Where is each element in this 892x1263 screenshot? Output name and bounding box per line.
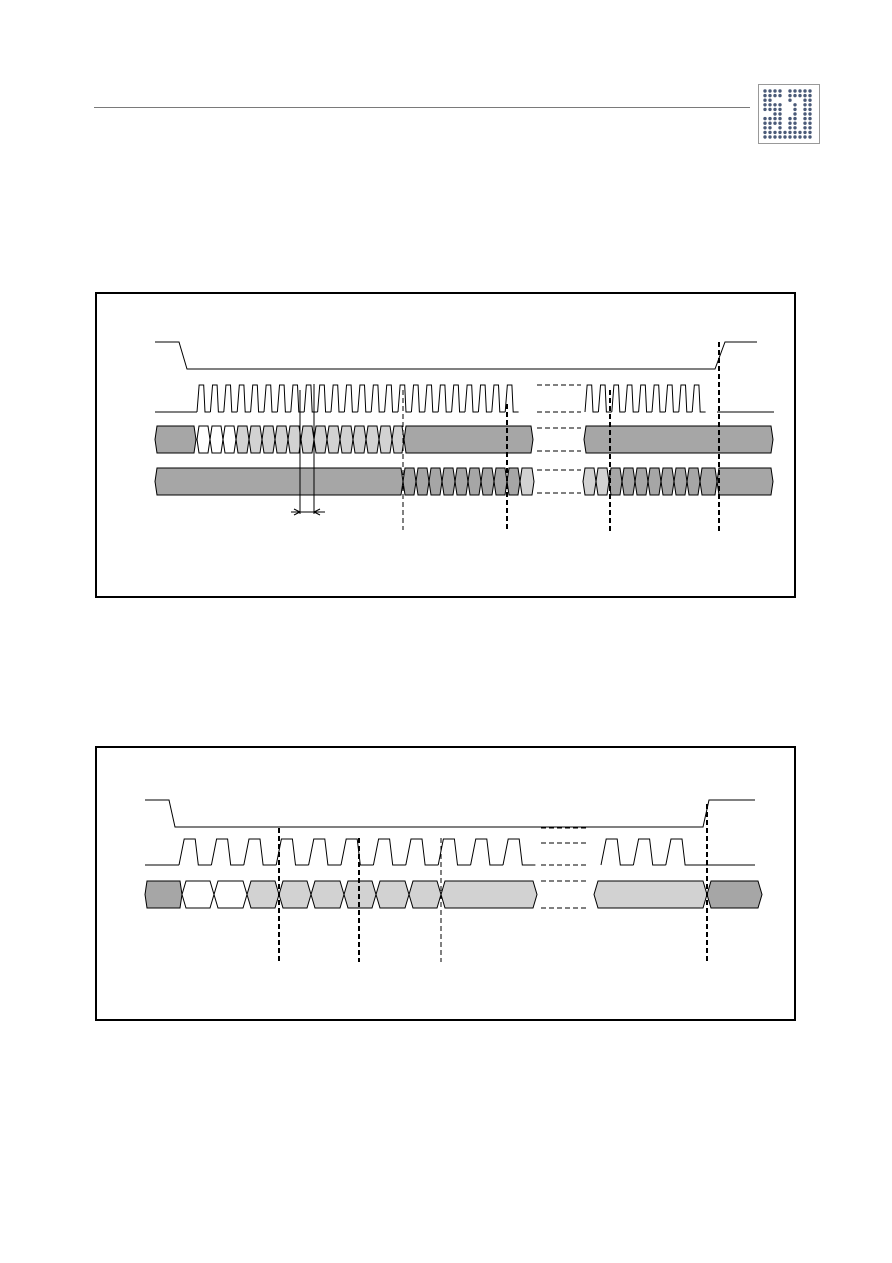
data-out-bit-cell-2 (647, 467, 662, 496)
data-out-bit-cell (467, 467, 482, 496)
data-idle-cell (144, 880, 183, 909)
data-out-bit-cell (506, 467, 521, 496)
data-out-bit-cell-2 (660, 467, 675, 496)
data-in-bit-cell (352, 425, 367, 454)
data-out-bit-cell-2 (686, 467, 701, 496)
data-out-bit-cell (454, 467, 469, 496)
timing-diagram-2-canvas (144, 799, 763, 962)
data-in-bit-cell (274, 425, 289, 454)
clock-pulses-block-1 (196, 384, 519, 413)
data-in-idle-cell (154, 425, 197, 454)
data-out-bit-cell (519, 467, 535, 496)
data-bit-cell (181, 880, 215, 909)
clock-pulses-block-2 (600, 838, 699, 866)
data-bit-cell (408, 880, 442, 909)
timing-diagram-1-canvas (154, 341, 774, 532)
clock-pulses-block-1 (178, 838, 536, 866)
data-in-bit-cell (339, 425, 354, 454)
header-rule (94, 107, 750, 108)
data-bit-cell-long (440, 880, 538, 909)
setup-arrow-right (312, 508, 321, 516)
data-out-bit-cell (493, 467, 508, 496)
data-out-bit-cell-2 (595, 467, 610, 496)
data-out-bit-cell-2 (634, 467, 649, 496)
data-bit-cell (246, 880, 280, 909)
data-end-cell (706, 880, 763, 909)
data-in-bit-cell (326, 425, 341, 454)
data-out-bit-cell-2 (673, 467, 688, 496)
chip-select-line (155, 341, 757, 370)
data-out-idle-cell (154, 467, 404, 496)
data-in-bit-cell (209, 425, 224, 454)
data-out-bit-cell (441, 467, 456, 496)
timing-diagram-2 (95, 746, 796, 1021)
data-out-bit-cell (428, 467, 443, 496)
data-out-bit-cell (402, 467, 417, 496)
data-in-dontcare-cell-2 (583, 425, 774, 454)
data-in-bit-cell (287, 425, 302, 454)
data-in-bit-cell (300, 425, 315, 454)
data-out-bit-cell-2 (582, 467, 597, 496)
data-in-bit-cell (261, 425, 276, 454)
data-bit-cell (213, 880, 248, 909)
timing-diagram-1 (95, 292, 796, 598)
data-in-dontcare-cell (403, 425, 534, 454)
data-in-bit-cell (235, 425, 250, 454)
setup-arrow-left (293, 508, 302, 516)
data-bit-cell (310, 880, 345, 909)
data-in-bit-cell (196, 425, 211, 454)
company-dot-matrix-logo-icon (758, 84, 820, 144)
data-bit-cell (278, 880, 312, 909)
data-out-bit-cell-2 (699, 467, 718, 496)
data-out-bit-cell-2 (621, 467, 636, 496)
data-bit-cell (375, 880, 410, 909)
chip-select-line (145, 799, 755, 828)
data-in-bit-cell (365, 425, 380, 454)
data-in-bit-cell (391, 425, 405, 454)
data-bit-cell-last (593, 880, 708, 909)
data-in-bit-cell (313, 425, 328, 454)
data-in-bit-cell (222, 425, 237, 454)
clock-pulses-block-2 (584, 384, 706, 413)
data-in-bit-cell (248, 425, 263, 454)
data-in-bit-cell (378, 425, 393, 454)
data-out-bit-cell (480, 467, 495, 496)
data-out-end-cell (716, 467, 774, 496)
data-out-bit-cell (415, 467, 430, 496)
